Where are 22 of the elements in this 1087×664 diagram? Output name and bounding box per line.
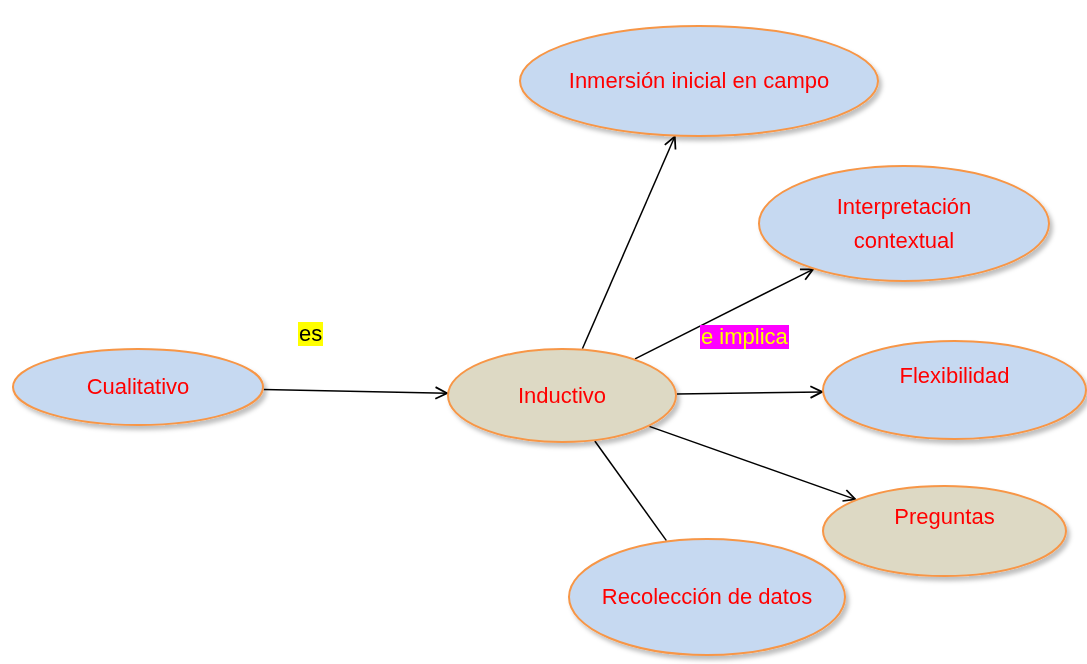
node-label: Inmersión inicial en campo <box>567 67 831 95</box>
ellipse-node <box>822 485 1067 577</box>
ellipse-node <box>758 165 1050 282</box>
node-label: Preguntas <box>893 503 996 531</box>
node-label: Flexibilidad <box>898 362 1011 390</box>
ellipse-node <box>12 348 264 426</box>
node-label: Recolección de datos <box>600 583 814 611</box>
arrow <box>648 425 857 502</box>
ellipse-node <box>568 538 846 656</box>
ellipse-node <box>447 348 677 443</box>
node-label: Inductivo <box>516 381 608 410</box>
edge-label: e implica <box>700 325 789 349</box>
arrow <box>634 268 814 360</box>
arrow <box>581 135 677 350</box>
ellipse-node <box>519 25 879 137</box>
arrow <box>262 386 448 400</box>
ellipse-node <box>822 340 1087 440</box>
node-label: Cualitativo <box>85 373 191 401</box>
arrow <box>676 385 823 399</box>
node-label: Interpretación contextual <box>835 192 973 255</box>
connector-line <box>594 440 668 542</box>
edge-label: es <box>298 322 324 346</box>
